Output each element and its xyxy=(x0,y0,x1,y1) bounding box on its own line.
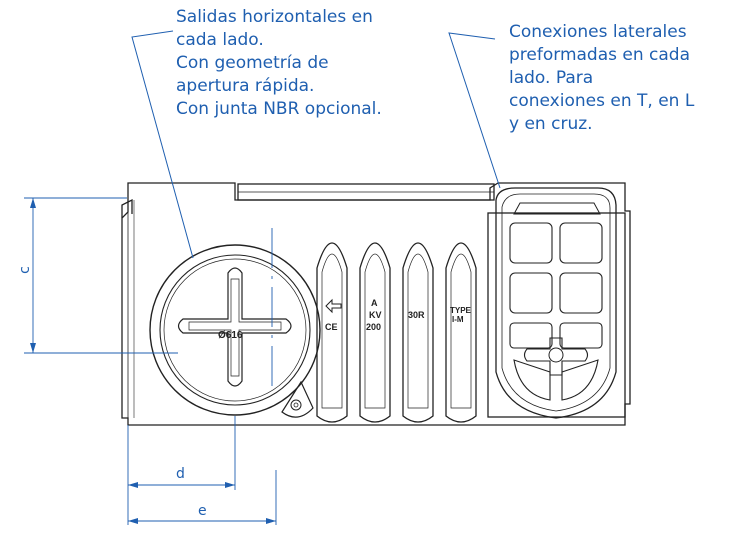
a-marking: A xyxy=(371,298,378,308)
right-leader-line xyxy=(448,32,501,189)
left-annotation-line: Con geometría de xyxy=(176,53,329,73)
dimension-label-c: c xyxy=(16,266,33,274)
left-annotation-line: Con junta NBR opcional. xyxy=(176,99,382,119)
oval-knockouts xyxy=(316,242,477,423)
left-annotation: Salidas horizontales en cada lado. Con g… xyxy=(176,6,382,121)
ce-marking: CE xyxy=(325,322,338,332)
type-marking: TYPE xyxy=(450,306,472,315)
right-annotation-line: lado. Para xyxy=(509,68,594,88)
right-annotation-line: conexiones en T, en L xyxy=(509,91,695,111)
left-annotation-line: apertura rápida. xyxy=(176,76,315,96)
left-tab xyxy=(121,198,133,218)
side-connection-panel xyxy=(495,187,617,419)
dimension-label-d: d xyxy=(176,466,185,482)
diameter-marking: Ø616 xyxy=(218,330,243,341)
type-value-marking: I-M xyxy=(452,315,464,324)
right-annotation: Conexiones laterales preformadas en cada… xyxy=(509,21,694,136)
right-annotation-line: Conexiones laterales xyxy=(509,22,687,42)
side-connection-frame xyxy=(487,212,626,418)
kv-value-marking: 200 xyxy=(366,322,381,332)
right-annotation-line: preformadas en cada xyxy=(509,45,690,65)
left-annotation-line: Salidas horizontales en xyxy=(176,7,373,27)
load-class-marking: 30R xyxy=(408,310,425,320)
right-annotation-line: y en cruz. xyxy=(509,114,593,134)
left-annotation-line: cada lado. xyxy=(176,30,264,50)
round-knockout xyxy=(149,244,321,418)
dimension-label-e: e xyxy=(198,503,207,519)
left-leader-line xyxy=(131,30,194,259)
kv-marking: KV xyxy=(369,310,382,320)
